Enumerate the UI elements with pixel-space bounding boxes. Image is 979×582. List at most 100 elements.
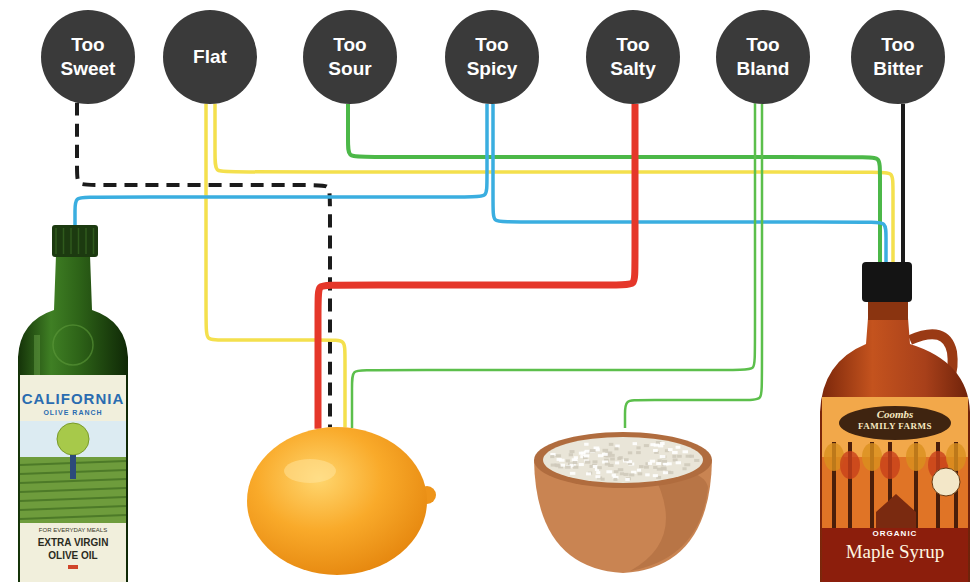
product-label-text: Coombs [822, 408, 968, 420]
label-lower-band [20, 523, 126, 582]
salt-crystal [623, 473, 628, 476]
salt-crystal [682, 467, 686, 470]
cap-ridge [93, 228, 95, 254]
field-row [20, 488, 126, 492]
salt-crystal [615, 461, 619, 464]
salt-crystal [601, 478, 605, 481]
connector-line [348, 104, 880, 262]
connector-line [318, 104, 635, 429]
product-label-text: Maple Syrup [822, 542, 968, 563]
flavor-circle: Too Sweet [41, 10, 135, 104]
maple-syrup-bottle: CoombsFAMILY FARMSORGANICMaple Syrup [818, 262, 978, 582]
salt-crystal [638, 472, 643, 475]
tree-crown [840, 451, 860, 479]
salt-crystal [648, 462, 652, 465]
salt-crystal [633, 442, 637, 445]
salt-crystal [676, 461, 681, 464]
lemon-body [247, 427, 427, 575]
cap-ridge [63, 228, 65, 254]
flavor-label: Too Bland [728, 33, 798, 81]
connector-line [493, 104, 886, 262]
salt-crystal [550, 455, 554, 458]
field-row [20, 497, 126, 501]
salt-crystal [556, 464, 561, 467]
salt-crystal [570, 472, 576, 475]
salt-crystal [614, 470, 619, 473]
field-row [20, 506, 126, 510]
flavor-label: Too Spicy [457, 33, 527, 81]
connector-line [75, 104, 487, 225]
salt-crystal [660, 442, 665, 445]
salt-crystal [569, 450, 574, 453]
salt-crystal [644, 444, 649, 447]
label-name-band [822, 528, 968, 582]
node-shape [41, 10, 135, 104]
circle-fill [586, 10, 680, 104]
salt-crystal [625, 478, 629, 481]
salt-crystal [618, 456, 622, 459]
salt-crystal [614, 447, 618, 450]
connector-line [215, 104, 893, 262]
circle-fill [163, 10, 257, 104]
salt-crystal [660, 455, 666, 458]
label-accent [68, 565, 78, 569]
salt-crystal [615, 445, 619, 448]
circle-fill [41, 10, 135, 104]
salt-crystal [636, 446, 640, 449]
circle-fill [851, 10, 945, 104]
salt-crystal [653, 449, 658, 452]
salt-crystal [624, 458, 629, 461]
salt-crystal [595, 475, 600, 478]
label-sky [822, 397, 968, 457]
node-shape [445, 10, 539, 104]
salt-crystal [602, 453, 608, 456]
salt-crystal [585, 461, 591, 464]
salt-crystal [662, 460, 667, 463]
salt-crystal [597, 466, 601, 469]
bottle-neck [868, 300, 908, 320]
salt-crystal [579, 452, 583, 455]
salt-crystal [557, 458, 562, 461]
cap-ridge [70, 228, 72, 254]
flavor-label: Too Salty [598, 33, 668, 81]
field-row [20, 515, 126, 519]
label-badge [932, 468, 960, 496]
tree-crown [946, 443, 966, 471]
product-label-text: OLIVE RANCH [20, 409, 126, 417]
salt-crystal [628, 451, 632, 454]
salt-crystal [569, 453, 573, 456]
salt-crystal [586, 472, 591, 475]
salt-crystal [694, 459, 699, 462]
bottle-label [20, 375, 126, 582]
circle-fill [303, 10, 397, 104]
salt-crystal [620, 472, 624, 475]
circle-fill [445, 10, 539, 104]
salt-crystal [626, 477, 631, 480]
salt-crystal [593, 460, 598, 463]
salt-crystal [573, 461, 578, 464]
salt-crystal [661, 467, 667, 470]
label-figure [70, 455, 76, 479]
sugar-house [876, 494, 916, 530]
salt-crystal [684, 463, 690, 466]
label-painting [822, 397, 968, 582]
flavor-circle: Flat [163, 10, 257, 104]
salt-crystal [596, 471, 600, 474]
salt-crystal [639, 465, 644, 468]
node-shape [716, 10, 810, 104]
lemon [245, 425, 435, 577]
cap-ridge [85, 228, 87, 254]
tree-crown [862, 443, 882, 471]
salt-crystal [566, 459, 570, 462]
salt-crystal [690, 455, 694, 458]
bottle-cap [52, 225, 98, 257]
salt-crystal [608, 464, 613, 467]
flavor-circle: Too Bitter [851, 10, 945, 104]
salt-crystal [610, 457, 615, 460]
salt-crystal [637, 469, 641, 472]
salt-crystal [673, 459, 678, 462]
bottle-emblem [53, 325, 93, 365]
salt-crystal [653, 474, 658, 477]
cap-ridge [55, 228, 57, 254]
